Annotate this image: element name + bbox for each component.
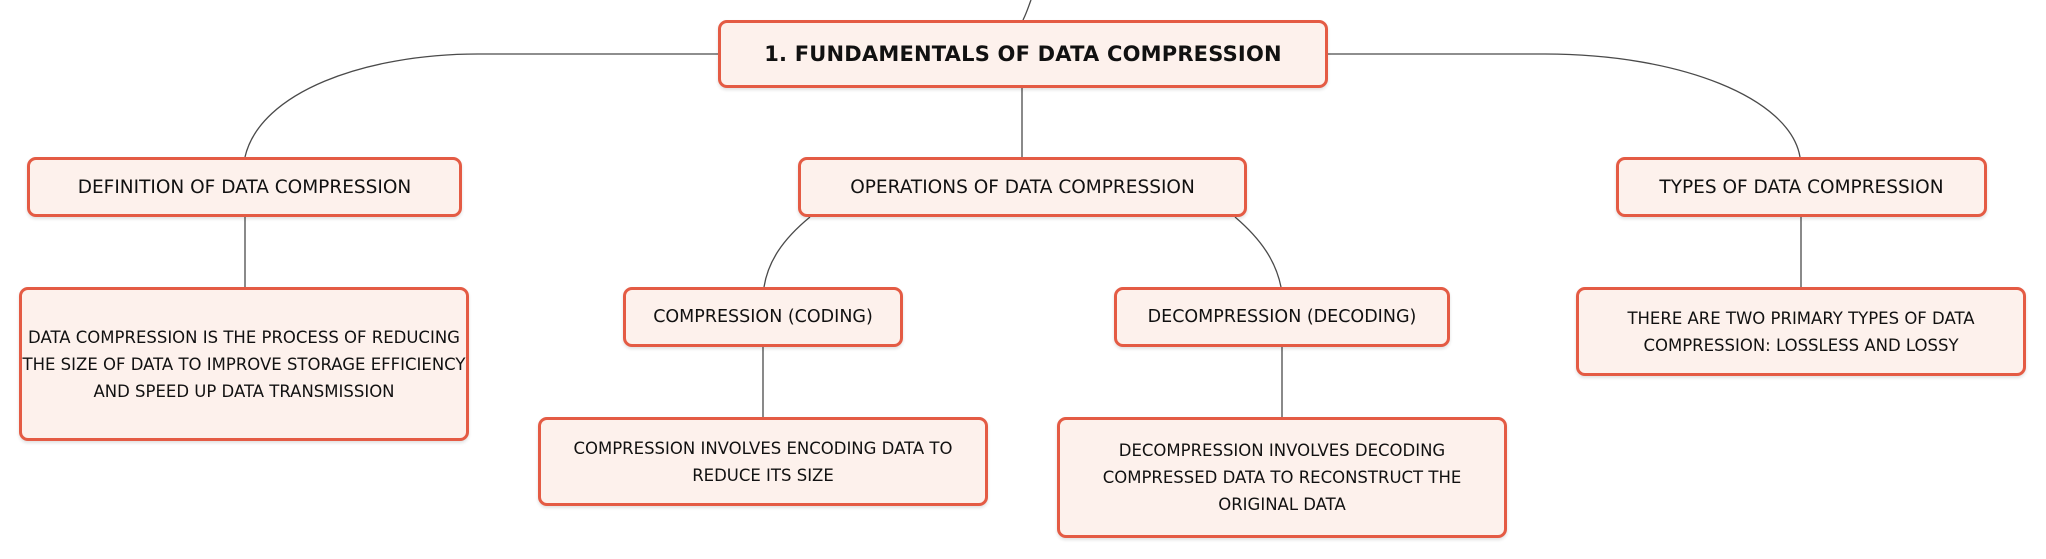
compression-node[interactable]: COMPRESSION (CODING) (623, 287, 903, 347)
decompression-label: DECOMPRESSION (DECODING) (1147, 307, 1417, 327)
definition-detail-node[interactable]: DATA COMPRESSION IS THE PROCESS OF REDUC… (19, 287, 469, 441)
definition-detail-text: DATA COMPRESSION IS THE PROCESS OF REDUC… (22, 327, 466, 401)
types-detail-text: THERE ARE TWO PRIMARY TYPES OF DATA COMP… (1627, 308, 1975, 355)
central-topic-node[interactable]: 1. FUNDAMENTALS OF DATA COMPRESSION (718, 20, 1328, 88)
compression-detail-node[interactable]: COMPRESSION INVOLVES ENCODING DATA TO RE… (538, 417, 988, 506)
compression-detail-text: COMPRESSION INVOLVES ENCODING DATA TO RE… (573, 438, 953, 485)
decompression-node[interactable]: DECOMPRESSION (DECODING) (1114, 287, 1450, 347)
connector-title-to-types (1328, 53, 1801, 158)
definition-label: DEFINITION OF DATA COMPRESSION (77, 176, 412, 198)
types-detail-node[interactable]: THERE ARE TWO PRIMARY TYPES OF DATA COMP… (1576, 287, 2026, 376)
central-topic-label: 1. FUNDAMENTALS OF DATA COMPRESSION (764, 42, 1282, 66)
connector-title-to-definition (244, 53, 718, 158)
types-label: TYPES OF DATA COMPRESSION (1659, 176, 1944, 198)
connector-operations-to-decompression (1234, 216, 1282, 288)
operations-label: OPERATIONS OF DATA COMPRESSION (850, 176, 1195, 198)
decompression-detail-node[interactable]: DECOMPRESSION INVOLVES DECODING COMPRESS… (1057, 417, 1507, 538)
connector-incoming-parent (1022, 0, 1032, 21)
connector-operations-to-compression (763, 216, 811, 288)
compression-label: COMPRESSION (CODING) (653, 307, 873, 327)
types-node[interactable]: TYPES OF DATA COMPRESSION (1616, 157, 1987, 217)
definition-node[interactable]: DEFINITION OF DATA COMPRESSION (27, 157, 462, 217)
decompression-detail-text: DECOMPRESSION INVOLVES DECODING COMPRESS… (1102, 441, 1462, 514)
operations-node[interactable]: OPERATIONS OF DATA COMPRESSION (798, 157, 1247, 217)
